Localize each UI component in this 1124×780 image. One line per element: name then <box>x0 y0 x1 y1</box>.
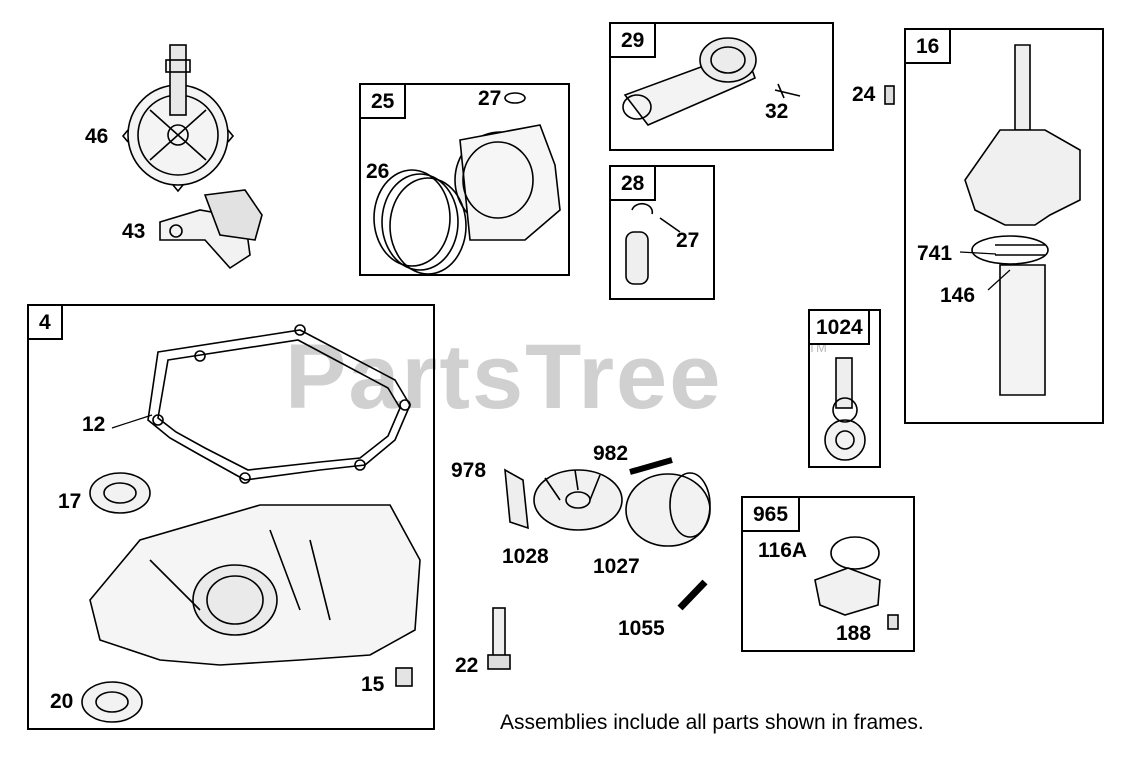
watermark: PartsTree <box>285 326 723 428</box>
oil-filter-part <box>625 472 711 547</box>
frame-965: 965 <box>741 496 915 652</box>
frame-28: 28 <box>609 165 715 300</box>
callout-20[interactable]: 20 <box>50 690 74 713</box>
callout-978[interactable]: 978 <box>451 459 487 482</box>
oil-seal-20-part <box>81 681 143 723</box>
connecting-rod-part <box>622 37 801 126</box>
gasket-part <box>147 329 411 481</box>
callout-1027[interactable]: 1027 <box>593 555 640 578</box>
callout-46[interactable]: 46 <box>85 125 109 148</box>
piston-part <box>454 92 561 241</box>
callout-982[interactable]: 982 <box>593 442 629 465</box>
frame-16-tag[interactable]: 16 <box>906 30 952 64</box>
callout-15[interactable]: 15 <box>361 673 385 696</box>
dowel-pin-part <box>677 579 708 611</box>
callout-741[interactable]: 741 <box>917 242 953 265</box>
oil-filter-adapter-part <box>533 469 623 531</box>
callout-22[interactable]: 22 <box>455 654 479 677</box>
frame-28-tag[interactable]: 28 <box>611 167 657 201</box>
frame-965-tag[interactable]: 965 <box>743 498 801 532</box>
callout-27-ring[interactable]: 27 <box>478 87 502 110</box>
callout-1055[interactable]: 1055 <box>618 617 665 640</box>
frame-25: 25 <box>359 83 570 276</box>
governor-part <box>159 189 263 270</box>
oil-seal-17-part <box>89 472 151 514</box>
callout-24[interactable]: 24 <box>852 83 876 106</box>
sump-bolt-part <box>487 607 511 670</box>
frame-1024: 1024 <box>808 309 881 468</box>
callout-116a[interactable]: 116A <box>758 539 808 562</box>
frame-4-tag[interactable]: 4 <box>29 306 63 340</box>
adapter-gasket-part <box>504 468 529 530</box>
callout-146[interactable]: 146 <box>940 284 976 307</box>
key-part <box>884 85 895 105</box>
camshaft-gear-part <box>121 44 235 193</box>
oil-pump-part <box>824 357 866 461</box>
frame-29-tag[interactable]: 29 <box>611 24 657 58</box>
assemblies-note: Assemblies include all parts shown in fr… <box>500 711 924 734</box>
frame-4: 4 <box>27 304 435 730</box>
wrist-pin-part <box>625 203 681 285</box>
callout-1028[interactable]: 1028 <box>502 545 549 568</box>
callout-32[interactable]: 32 <box>765 100 789 123</box>
callout-26[interactable]: 26 <box>366 160 390 183</box>
frame-25-tag[interactable]: 25 <box>361 85 407 119</box>
callout-27-clip[interactable]: 27 <box>676 229 700 252</box>
callout-17[interactable]: 17 <box>58 490 82 513</box>
frame-29: 29 <box>609 22 834 151</box>
adapter-bolt-part <box>629 457 673 475</box>
callout-43[interactable]: 43 <box>122 220 146 243</box>
crankshaft-part <box>964 44 1081 396</box>
frame-16: 16 <box>904 28 1104 424</box>
frame-1024-tag[interactable]: 1024 <box>810 311 870 345</box>
oil-pump-cover-part <box>814 536 899 630</box>
callout-188[interactable]: 188 <box>836 622 872 645</box>
drain-plug-part <box>395 667 413 687</box>
callout-12[interactable]: 12 <box>82 413 106 436</box>
